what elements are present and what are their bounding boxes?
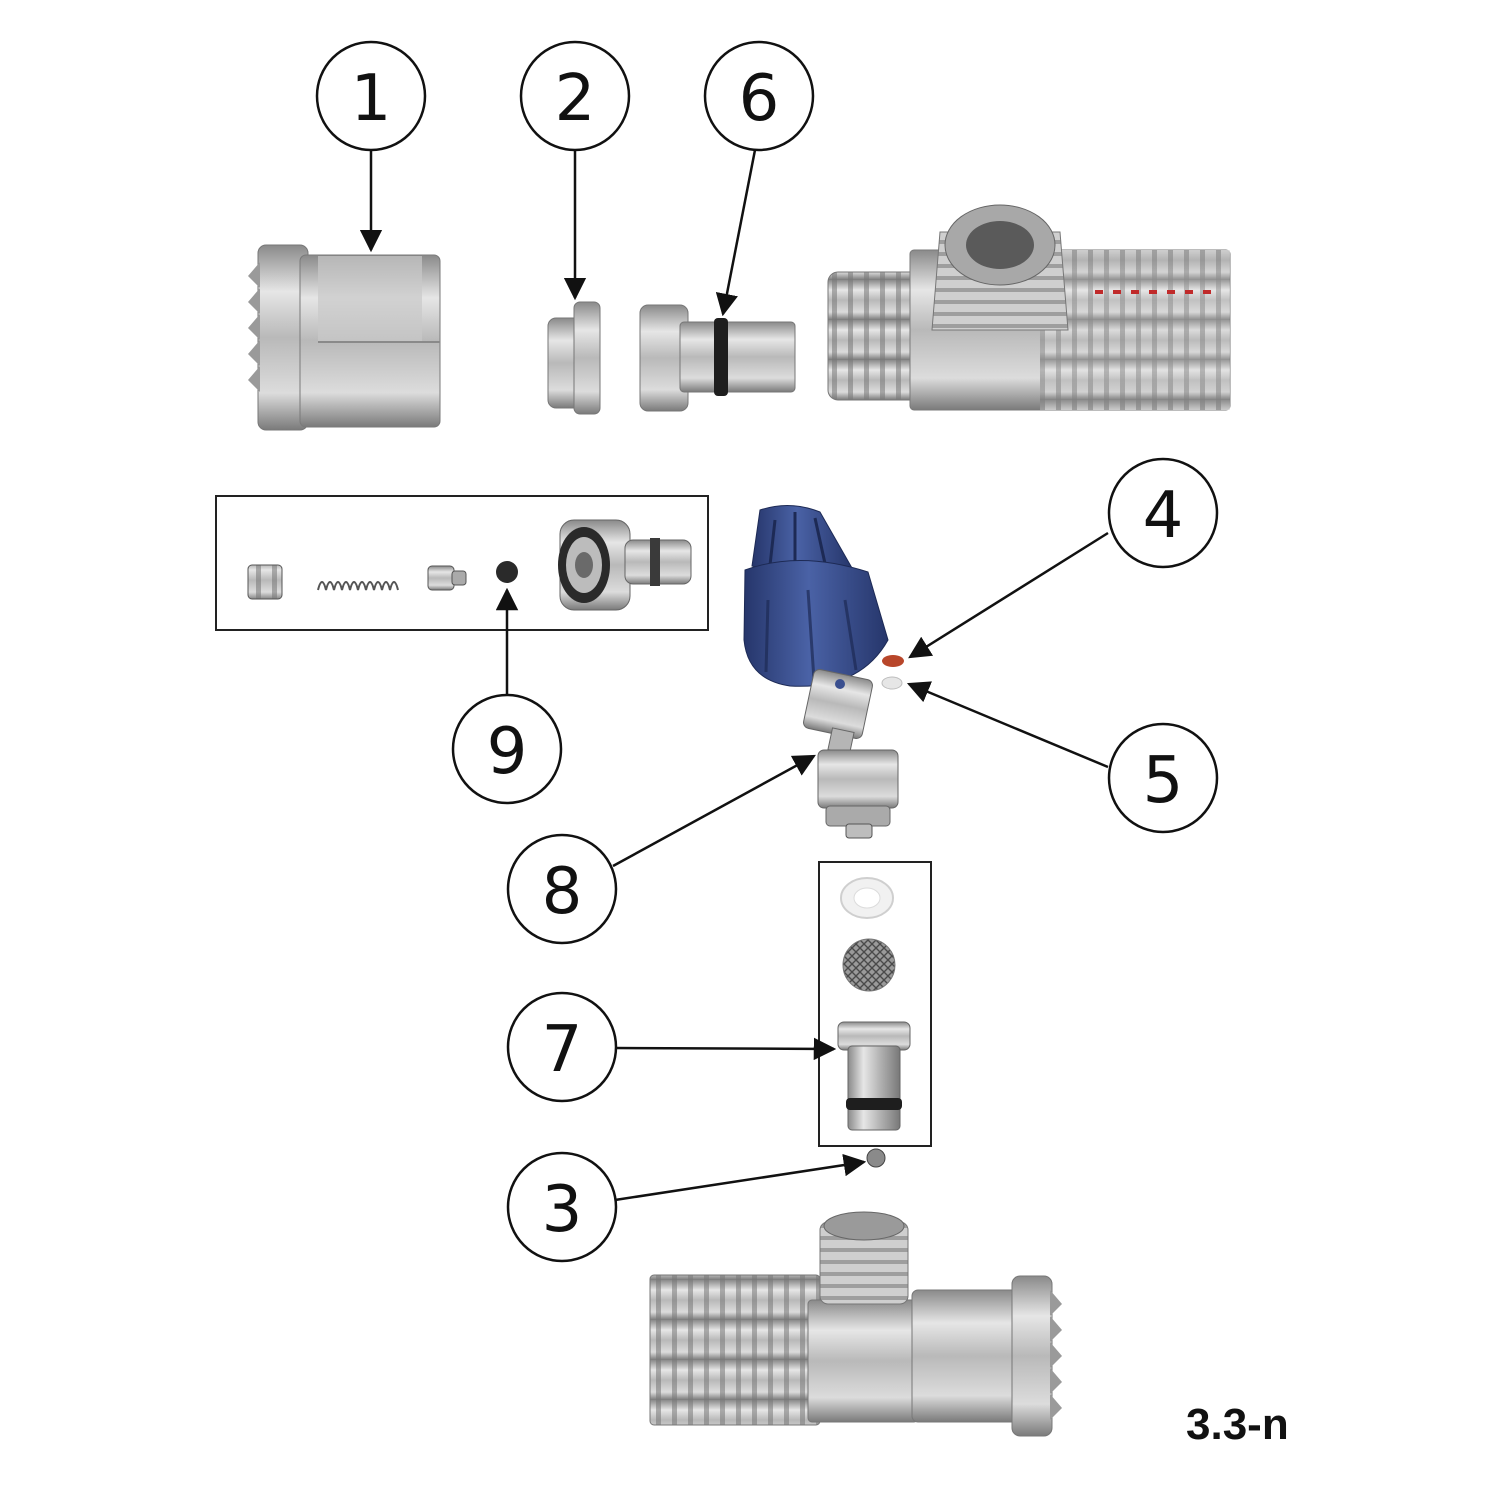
leader-lines (359, 149, 1109, 1202)
part-blue-knob-assembly (743, 505, 889, 755)
callout-2: 2 (519, 40, 631, 152)
leader-3 (614, 1153, 867, 1202)
leader-6 (715, 149, 757, 317)
callout-2-number: 2 (555, 62, 596, 136)
part-swivel-connector (817, 749, 899, 839)
callout-3: 3 (506, 1151, 618, 1263)
leader-5 (906, 681, 1109, 769)
callout-9-number: 9 (487, 715, 528, 789)
part-white-seal-washer (881, 676, 903, 690)
callout-1: 1 (315, 40, 427, 152)
part-filter-insert (818, 861, 932, 1147)
callout-4: 4 (1107, 457, 1219, 569)
part-valve-insert (639, 304, 796, 412)
callout-7-number: 7 (542, 1013, 583, 1087)
callout-8-number: 8 (542, 855, 583, 929)
callout-5: 5 (1107, 722, 1219, 834)
figure-label: 3.3-n (1186, 1400, 1289, 1449)
part-nozzle-nut (248, 244, 441, 431)
callout-5-number: 5 (1143, 744, 1184, 818)
part-steel-ball (866, 1148, 886, 1168)
callout-1-number: 1 (351, 62, 392, 136)
callout-7: 7 (506, 991, 618, 1103)
part-tee-body-bottom (649, 1211, 1062, 1437)
leader-4 (908, 531, 1109, 659)
part-check-valve-kit (215, 495, 709, 631)
leader-7 (614, 1037, 837, 1061)
part-tee-body-top (827, 204, 1231, 411)
callout-3-number: 3 (542, 1173, 583, 1247)
callout-9: 9 (451, 693, 563, 805)
callout-6-number: 6 (739, 62, 780, 136)
part-red-seal-washer (882, 655, 904, 667)
callout-6: 6 (703, 40, 815, 152)
callout-8: 8 (506, 833, 618, 945)
part-seal-ring (547, 301, 601, 415)
callout-4-number: 4 (1143, 479, 1184, 553)
leader-8 (612, 754, 816, 868)
